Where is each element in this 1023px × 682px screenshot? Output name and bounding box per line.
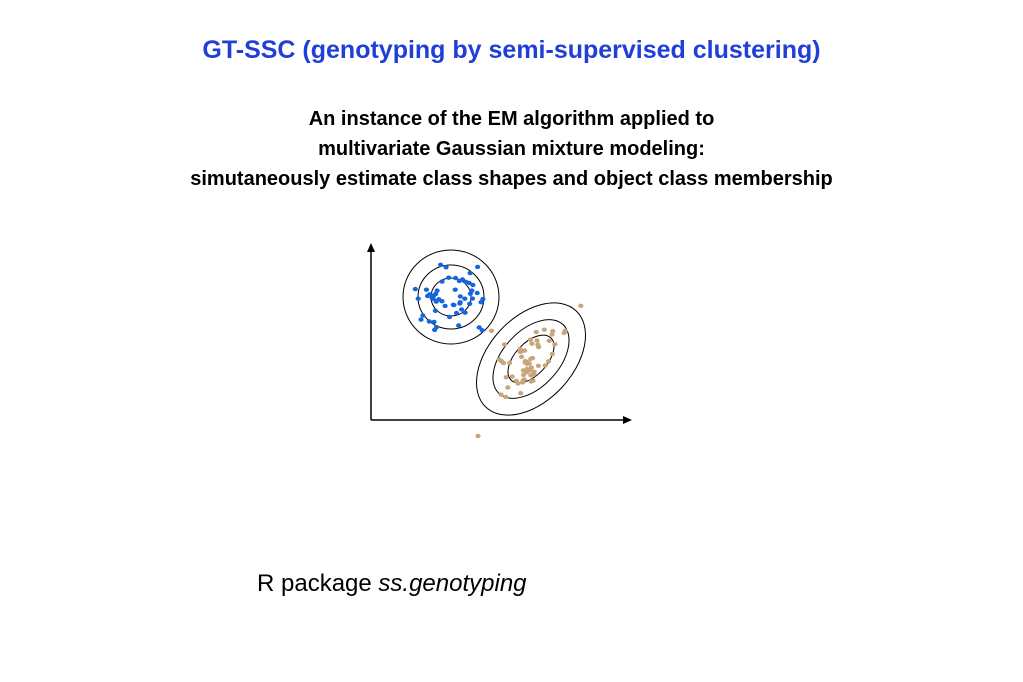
tan-point	[536, 344, 542, 350]
blue-point	[451, 302, 457, 308]
tan-point	[549, 332, 555, 337]
tan-point	[522, 348, 528, 353]
footer-caption: R package ss.genotyping	[257, 570, 527, 598]
tan-point	[578, 303, 584, 308]
tan-point	[475, 433, 481, 439]
tan-point	[528, 373, 534, 378]
tan-point	[530, 355, 536, 361]
blue-point	[452, 275, 459, 281]
blue-point	[439, 279, 445, 284]
tan-point	[505, 385, 511, 390]
blue-point	[457, 294, 463, 299]
blue-point	[469, 296, 476, 301]
blue-point	[452, 287, 458, 292]
tan-point	[550, 328, 556, 334]
tan-point	[527, 337, 534, 342]
y-axis-arrowhead	[367, 243, 375, 252]
blue-point	[425, 293, 431, 299]
tan-contour-outer	[476, 302, 586, 416]
plot-axes	[367, 243, 632, 424]
blue-point	[456, 323, 462, 328]
blue-point	[479, 328, 485, 333]
tan-point	[507, 360, 513, 365]
blue-point	[446, 275, 452, 280]
blue-point	[423, 287, 429, 292]
tan-point	[549, 351, 555, 357]
blue-point	[438, 262, 444, 267]
blue-point	[462, 310, 468, 315]
blue-point	[467, 270, 473, 276]
tan-point	[503, 394, 509, 400]
tan-point	[488, 328, 495, 333]
blue-points	[412, 262, 486, 333]
blue-point	[426, 319, 432, 324]
tan-point	[498, 392, 504, 397]
blue-point	[442, 303, 448, 309]
tan-point	[535, 363, 542, 368]
slide-title: GT-SSC (genotyping by semi-supervised cl…	[202, 36, 821, 64]
blue-point	[474, 290, 480, 296]
tan-point	[515, 381, 521, 386]
tan-point	[542, 363, 548, 368]
tan-point	[518, 391, 524, 396]
blue-point	[420, 313, 426, 318]
blue-point	[467, 301, 473, 306]
blue-point	[434, 288, 440, 293]
tan-point	[533, 329, 539, 335]
subtitle-line-3: simutaneously estimate class shapes and …	[190, 168, 833, 190]
cluster-tan	[475, 302, 586, 439]
blue-contour-outer	[402, 249, 500, 345]
tan-point	[552, 342, 558, 347]
tan-point	[530, 378, 536, 383]
blue-point	[418, 317, 424, 322]
cluster-blue	[402, 249, 500, 345]
blue-point	[475, 264, 481, 270]
footer-prefix: R package	[257, 570, 379, 597]
tan-point	[534, 338, 540, 343]
blue-point	[443, 265, 449, 270]
tan-point	[541, 327, 547, 332]
subtitle-line-1: An instance of the EM algorithm applied …	[308, 108, 715, 130]
blue-point	[470, 282, 476, 288]
blue-point	[431, 319, 437, 325]
tan-point	[522, 358, 528, 364]
tan-point	[517, 349, 523, 355]
tan-point	[501, 342, 508, 347]
tan-point	[529, 341, 535, 346]
tan-point	[546, 338, 552, 343]
blue-point	[457, 301, 463, 306]
blue-point	[476, 325, 482, 330]
tan-point	[519, 354, 525, 359]
tan-point	[520, 372, 527, 378]
blue-point	[446, 314, 453, 320]
blue-point	[453, 310, 460, 316]
package-name: ss.genotyping	[378, 570, 527, 597]
tan-point	[524, 366, 530, 372]
blue-point	[463, 279, 469, 284]
slide-subtitle: An instance of the EM algorithm applied …	[0, 104, 1023, 194]
blue-point	[432, 327, 438, 333]
blue-point	[415, 296, 421, 301]
subtitle-line-2: multivariate Gaussian mixture modeling:	[318, 138, 705, 160]
tan-point	[509, 374, 515, 379]
tan-point	[503, 375, 509, 380]
tan-point	[545, 359, 552, 364]
blue-point	[462, 296, 468, 301]
blue-point	[467, 291, 473, 296]
tan-point	[521, 377, 527, 382]
tan-point	[562, 328, 568, 333]
blue-point	[412, 286, 418, 292]
tan-points	[475, 303, 584, 439]
blue-point	[431, 293, 437, 298]
blue-point	[480, 296, 486, 302]
blue-point	[459, 307, 465, 312]
x-axis-arrowhead	[623, 416, 632, 424]
blue-point	[436, 297, 442, 302]
tan-point	[496, 357, 502, 362]
blue-point	[432, 308, 438, 313]
